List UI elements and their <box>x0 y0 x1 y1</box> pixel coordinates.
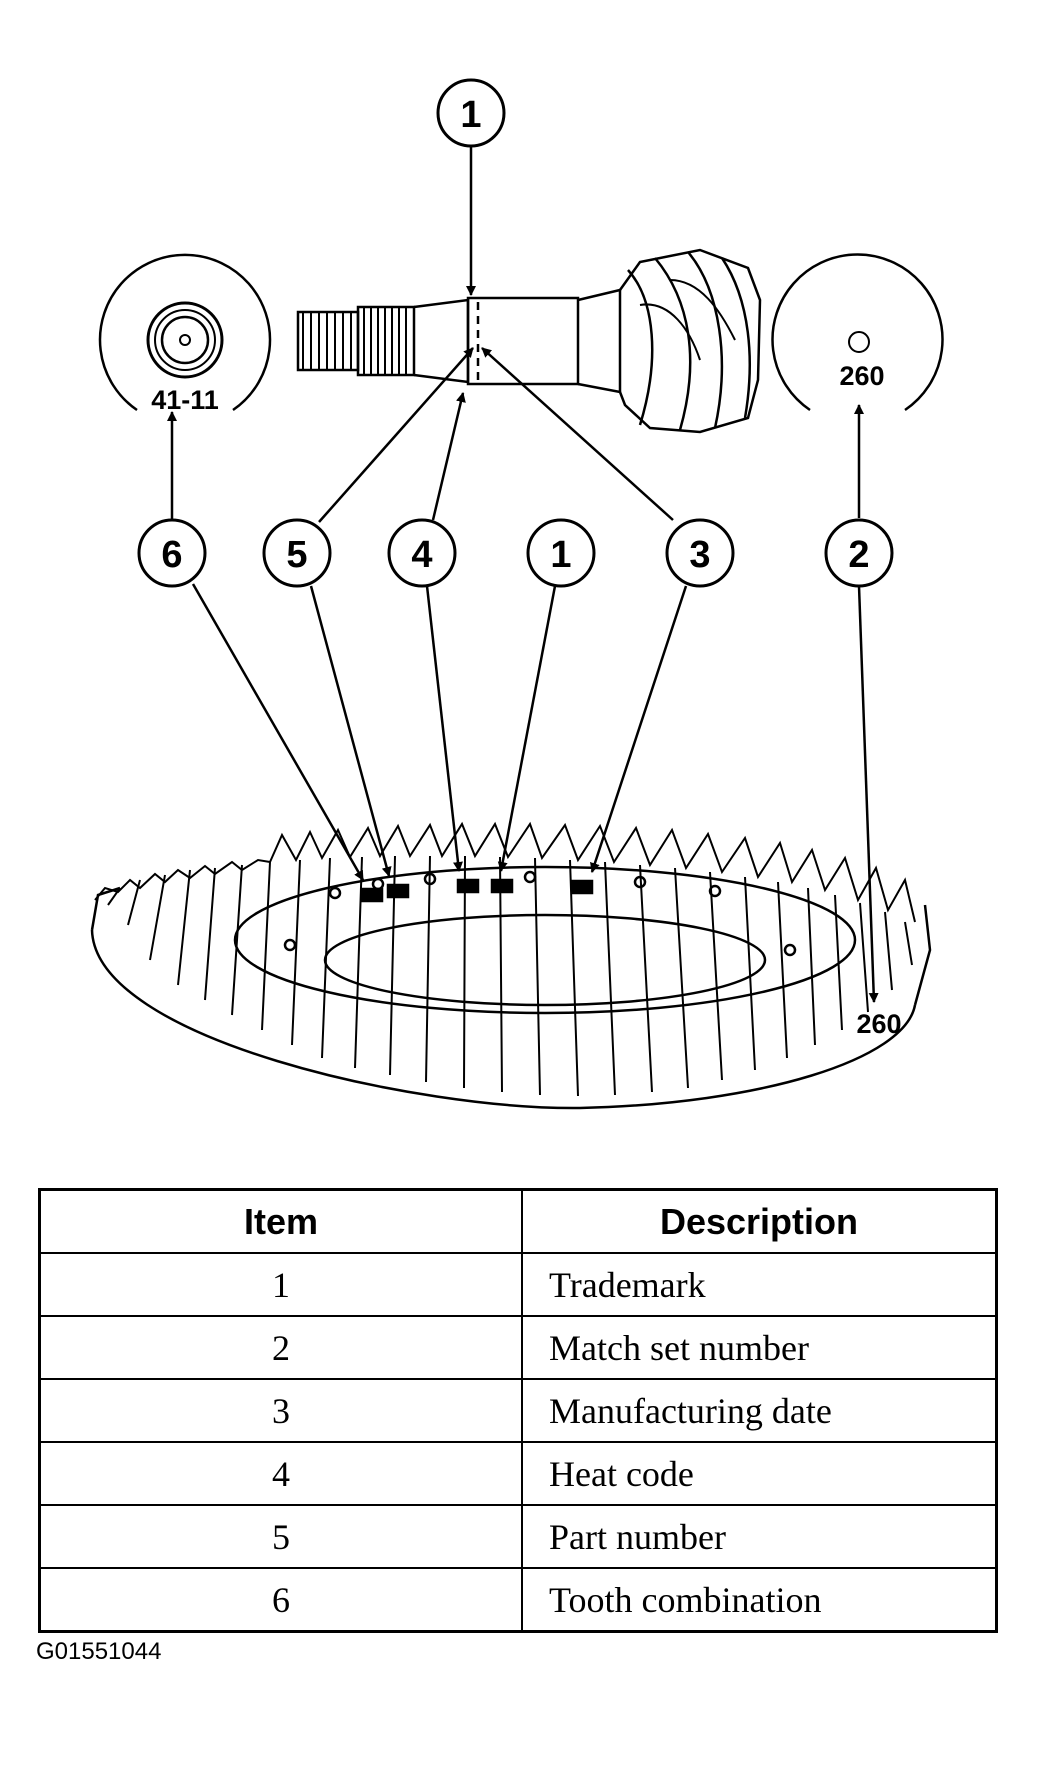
item-description: Manufacturing date <box>521 1378 998 1443</box>
gear-marking-diagram: 41-11 260 <box>90 78 944 1110</box>
callout-6: 6 <box>137 518 207 588</box>
callout-label: 1 <box>460 94 481 136</box>
item-number: 5 <box>38 1504 523 1569</box>
header-item: Item <box>38 1188 523 1254</box>
item-description: Match set number <box>521 1315 998 1380</box>
table-header-row: Item Description <box>38 1188 998 1254</box>
item-description: Trademark <box>521 1252 998 1317</box>
table-row: 1 Trademark <box>38 1252 998 1317</box>
callout-4: 4 <box>387 518 457 588</box>
callout-2: 2 <box>824 518 894 588</box>
callout-1: 1 <box>526 518 596 588</box>
leader-arrows <box>167 146 879 1003</box>
drive-pinion <box>296 248 762 434</box>
item-description: Part number <box>521 1504 998 1569</box>
pinion-head-view: 260 <box>771 253 944 412</box>
callout-label: 1 <box>550 534 571 576</box>
item-number: 3 <box>38 1378 523 1443</box>
item-number: 6 <box>38 1567 523 1633</box>
figure-id: G01551044 <box>36 1638 162 1665</box>
callout-label: 5 <box>286 534 307 576</box>
callout-label: 3 <box>689 534 710 576</box>
legend-table: Item Description 1 Trademark 2 Match set… <box>38 1188 998 1633</box>
callout-label: 6 <box>161 534 182 576</box>
tooth-combination-stamp: 41-11 <box>151 385 219 415</box>
table-row: 2 Match set number <box>38 1315 998 1380</box>
table-row: 5 Part number <box>38 1504 998 1569</box>
pinion-end-view: 41-11 <box>98 253 272 415</box>
item-description: Tooth combination <box>521 1567 998 1633</box>
callout-label: 2 <box>848 534 869 576</box>
ring-gear: 260 <box>90 821 932 1110</box>
table-row: 4 Heat code <box>38 1441 998 1506</box>
item-number: 2 <box>38 1315 523 1380</box>
callout-5: 5 <box>262 518 332 588</box>
callout-1-top: 1 <box>436 78 506 148</box>
match-set-stamp-pinion: 260 <box>839 361 884 391</box>
item-number: 4 <box>38 1441 523 1506</box>
header-description: Description <box>521 1188 998 1254</box>
table-row: 6 Tooth combination <box>38 1567 998 1633</box>
match-set-stamp-ring-gear: 260 <box>856 1009 901 1039</box>
table-row: 3 Manufacturing date <box>38 1378 998 1443</box>
item-description: Heat code <box>521 1441 998 1506</box>
callout-label: 4 <box>411 534 432 576</box>
item-number: 1 <box>38 1252 523 1317</box>
callout-3: 3 <box>665 518 735 588</box>
